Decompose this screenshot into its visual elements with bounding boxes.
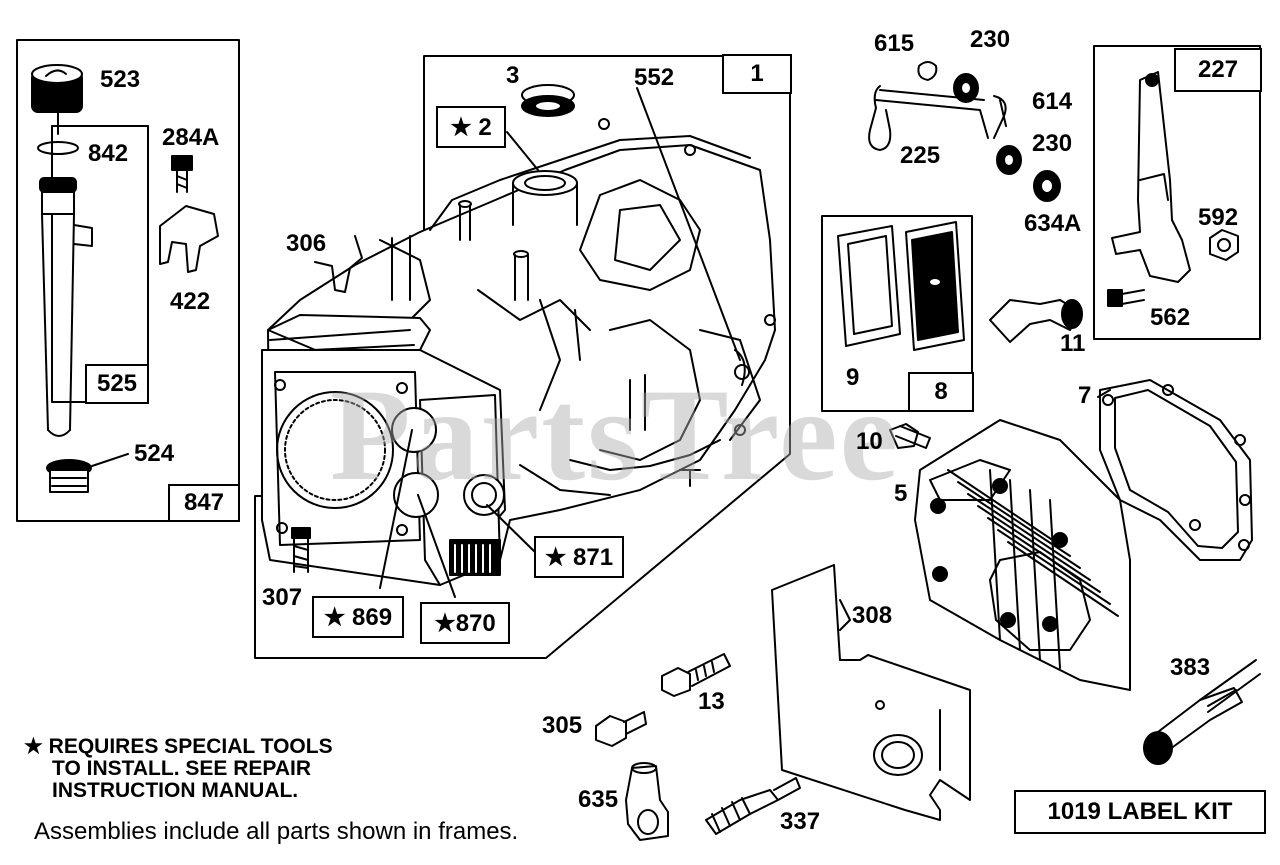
- pin-part-383: [1143, 659, 1261, 765]
- part-number-562: 562: [1150, 304, 1191, 331]
- leader-7: [1097, 389, 1111, 398]
- part-number-383: 383: [1170, 654, 1211, 681]
- part-number-230-bottom: 230: [1032, 130, 1073, 157]
- gasket-part-9: [837, 225, 901, 347]
- part-number-523: 523: [100, 66, 141, 93]
- frame-869-label: ★ 869: [312, 596, 404, 638]
- screw-part-562: [1107, 289, 1145, 307]
- frame-8-outline: [821, 215, 973, 412]
- baffle-part-308: [771, 564, 971, 821]
- part-number-524: 524: [134, 440, 175, 467]
- part-number-284a: 284A: [162, 124, 220, 151]
- special-tools-note-line-1: ★ REQUIRES SPECIAL TOOLS: [24, 735, 333, 758]
- frame-525-label: 525: [85, 364, 149, 404]
- plug-part-524: [46, 459, 92, 493]
- part-number-5: 5: [894, 480, 908, 507]
- breather-part-8: [905, 221, 965, 351]
- part-number-3: 3: [506, 62, 520, 89]
- part-number-306: 306: [286, 230, 327, 257]
- part-number-592: 592: [1198, 204, 1239, 231]
- frame-525-outline: [51, 125, 149, 403]
- lever-part-227: [1111, 71, 1191, 283]
- cylinder-block: [261, 118, 776, 586]
- special-tools-note-line-3: INSTRUCTION MANUAL.: [52, 779, 299, 802]
- part-number-305: 305: [542, 712, 583, 739]
- screw-part-307: [291, 527, 311, 573]
- part-number-308: 308: [852, 602, 893, 629]
- dipstick-tube-part-525: [39, 177, 93, 437]
- part-number-337: 337: [780, 808, 821, 835]
- screw-part-305: [595, 711, 647, 747]
- elbow-part-635: [625, 762, 669, 841]
- frame-847-label: 847: [168, 484, 240, 522]
- frame-870-label: ★870: [420, 602, 510, 644]
- bracket-part-422: [159, 205, 219, 273]
- screw-part-284a: [171, 155, 193, 193]
- frame-1-leaders: [379, 87, 741, 598]
- governor-linkage-parts: [868, 61, 1061, 202]
- part-number-634a: 634A: [1024, 210, 1082, 237]
- o-ring-part-842: [37, 141, 79, 155]
- partstree-watermark: PartsTree: [330, 361, 901, 508]
- head-gasket-part-7: [1099, 379, 1253, 561]
- part-number-230-top: 230: [970, 26, 1011, 53]
- frame-2-label: ★ 2: [436, 106, 506, 148]
- special-tools-note-line-2: TO INSTALL. SEE REPAIR: [52, 757, 312, 780]
- part-number-615: 615: [874, 30, 915, 57]
- frame-227-outline: [1093, 45, 1261, 340]
- frame-847-outline: [16, 39, 240, 522]
- part-number-635: 635: [578, 786, 619, 813]
- frame-227-label: 227: [1174, 48, 1262, 92]
- part-number-307: 307: [262, 584, 303, 611]
- part-number-614: 614: [1032, 88, 1073, 115]
- part-number-7: 7: [1078, 382, 1092, 409]
- seal-part-3: [521, 84, 575, 117]
- dipstick-cap-part-523: [31, 64, 83, 135]
- part-number-9: 9: [846, 364, 860, 391]
- assemblies-footnote: Assemblies include all parts shown in fr…: [34, 818, 519, 845]
- part-number-11: 11: [1060, 330, 1086, 357]
- frame-1-label: 1: [722, 54, 792, 94]
- part-number-225: 225: [900, 142, 941, 169]
- bolt-part-13: [661, 653, 731, 697]
- part-number-10: 10: [856, 428, 883, 455]
- cylinder-head-part-5: [914, 419, 1131, 691]
- label-kit-box: 1019 LABEL KIT: [1014, 790, 1266, 834]
- part-number-552: 552: [634, 64, 675, 91]
- part-number-842: 842: [88, 140, 129, 167]
- bolt-part-10: [889, 423, 931, 449]
- frame-8-label: 8: [908, 372, 974, 412]
- part-number-422: 422: [170, 288, 211, 315]
- frame-871-label: ★ 871: [534, 536, 624, 578]
- spark-plug-part-337: [705, 777, 801, 835]
- leader-524: [91, 453, 129, 467]
- pin-part-306: [314, 235, 363, 293]
- nut-part-592: [1209, 229, 1239, 261]
- part-number-13: 13: [698, 688, 725, 715]
